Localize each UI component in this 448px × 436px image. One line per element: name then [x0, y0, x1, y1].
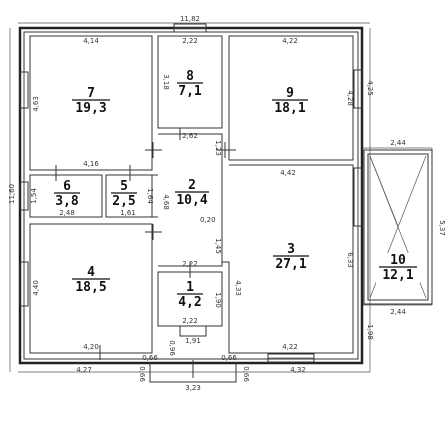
dim-bottom-right: 4,32 [290, 366, 306, 374]
dim-room-3-bottom: 4,22 [282, 343, 298, 351]
room-3-number: 3 [287, 242, 295, 257]
dim-room-7-bottom: 4,16 [83, 160, 99, 168]
dim-room-2-side-top: 1,23 [214, 140, 222, 156]
dim-room-8-bottom: 2,62 [182, 132, 198, 140]
room-3-area: 27,1 [275, 257, 306, 272]
room-9-outline [228, 35, 354, 161]
dim-room-3-inner: 4,33 [234, 280, 242, 296]
dim-top-total: 11,82 [180, 15, 200, 23]
dim-room-4-bottom: 4,20 [83, 343, 99, 351]
room-9-number: 9 [286, 86, 294, 101]
dim-room-1-top: 2,22 [182, 260, 198, 268]
dim-porch-left-2: 0,66 [138, 366, 146, 382]
dim-porch-right-1: 0,66 [221, 354, 237, 362]
dim-room-10-top: 2,44 [390, 139, 406, 147]
room-4-number: 4 [87, 265, 95, 280]
dim-room-6-bottom: 2,48 [59, 209, 75, 217]
dim-room-6-side: 1,54 [30, 188, 38, 204]
dimension-labels-vertical: 4,63 3,18 4,28 4,25 11,60 1,23 1,54 1,64… [8, 74, 446, 382]
room-1-number: 1 [186, 280, 194, 295]
room-5-outline [105, 174, 153, 218]
room-labels: 7 19,3 8 7,1 9 18,1 6 3,8 5 2,5 2 10,4 3… [54, 69, 420, 310]
entrance-porch [149, 325, 237, 383]
room-3-outline [222, 164, 354, 354]
dim-right-low: 1,98 [366, 324, 374, 340]
room-10-number: 10 [390, 253, 406, 268]
dim-room-7-top: 4,14 [83, 37, 99, 45]
dim-room-5-side: 1,64 [146, 188, 154, 204]
dim-room-3-side: 6,33 [346, 252, 354, 268]
room-4-outline [29, 223, 153, 354]
dim-room-2-lower: 1,45 [214, 238, 222, 254]
dim-room-8-side: 3,18 [162, 74, 170, 90]
room-8-number: 8 [186, 69, 194, 84]
dim-room-9-top: 4,22 [282, 37, 298, 45]
dim-left-total: 11,60 [8, 184, 16, 204]
dim-room-7-side: 4,63 [32, 96, 40, 112]
room-2-area: 10,4 [176, 193, 207, 208]
door-marks [55, 128, 236, 360]
room-10-area: 12,1 [382, 268, 413, 283]
room-8-area: 7,1 [178, 84, 202, 99]
dim-room-5-bottom: 1,61 [120, 209, 136, 217]
dim-porch-left-1: 0,66 [142, 354, 158, 362]
dim-room-9-side: 4,28 [346, 90, 354, 106]
dim-room-2-side: 4,68 [162, 194, 170, 210]
room-8-outline [157, 35, 223, 129]
room-6-outline [29, 174, 103, 218]
windows [19, 23, 363, 363]
dim-bottom-left: 4,27 [76, 366, 92, 374]
dim-room-4-side: 4,40 [32, 280, 40, 296]
dim-room-10-side: 5,37 [438, 220, 446, 236]
room-7-outline [29, 35, 153, 171]
dim-room-1-bottom: 2,22 [182, 317, 198, 325]
room-1-area: 4,2 [178, 295, 201, 310]
dim-porch-width: 3,23 [185, 384, 201, 392]
dim-room-10-bottom: 2,44 [390, 308, 406, 316]
interior-walls [29, 35, 354, 354]
dimension-labels: 11,82 4,14 2,22 4,22 2,62 4,16 4,42 2,48… [59, 15, 406, 392]
dim-room-8-top: 2,22 [182, 37, 198, 45]
dim-room-3-top: 4,42 [280, 169, 296, 177]
room-5-area: 2,5 [112, 194, 135, 209]
room-5-number: 5 [120, 179, 128, 194]
room-4-area: 18,5 [75, 280, 106, 295]
room-9-area: 18,1 [274, 101, 305, 116]
dim-porch-mid: 0,96 [168, 340, 176, 356]
dim-right-outer: 4,25 [366, 80, 374, 96]
dim-room-1-side: 1,90 [214, 292, 222, 308]
dim-room-1-under: 1,91 [185, 337, 201, 345]
room-7-area: 19,3 [75, 101, 106, 116]
dim-room-2-inner: 0,20 [200, 216, 216, 224]
room-6-area: 3,8 [55, 194, 79, 209]
room-2-number: 2 [188, 178, 196, 193]
room-7-number: 7 [87, 86, 95, 101]
dim-porch-right-2: 0,66 [242, 366, 250, 382]
room-6-number: 6 [63, 179, 71, 194]
